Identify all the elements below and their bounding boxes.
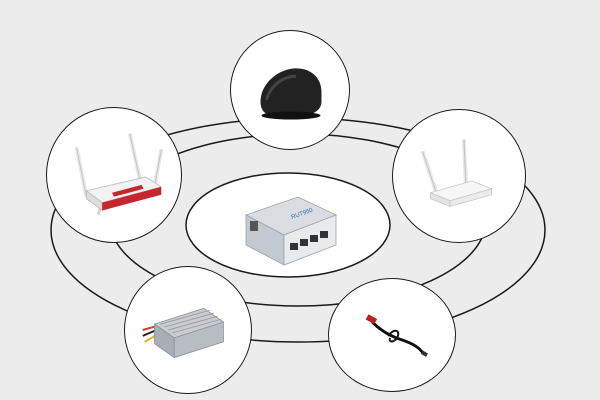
satellite-node-converter[interactable] [124, 266, 252, 394]
center-router-device[interactable]: RUT950 [228, 185, 348, 275]
roof-antenna-icon [260, 68, 322, 120]
satellite-node-router-left[interactable] [46, 107, 182, 243]
dc-dc-converter-icon [142, 307, 225, 359]
wifi-router-dual-antenna-icon [74, 133, 164, 215]
satellite-node-router-right[interactable] [392, 109, 526, 243]
industrial-router-icon: RUT950 [244, 196, 338, 266]
satellite-node-cable[interactable] [328, 278, 456, 392]
power-cable-icon [365, 314, 428, 357]
wifi-access-point-icon [420, 139, 493, 208]
satellite-node-antenna[interactable] [230, 30, 350, 150]
